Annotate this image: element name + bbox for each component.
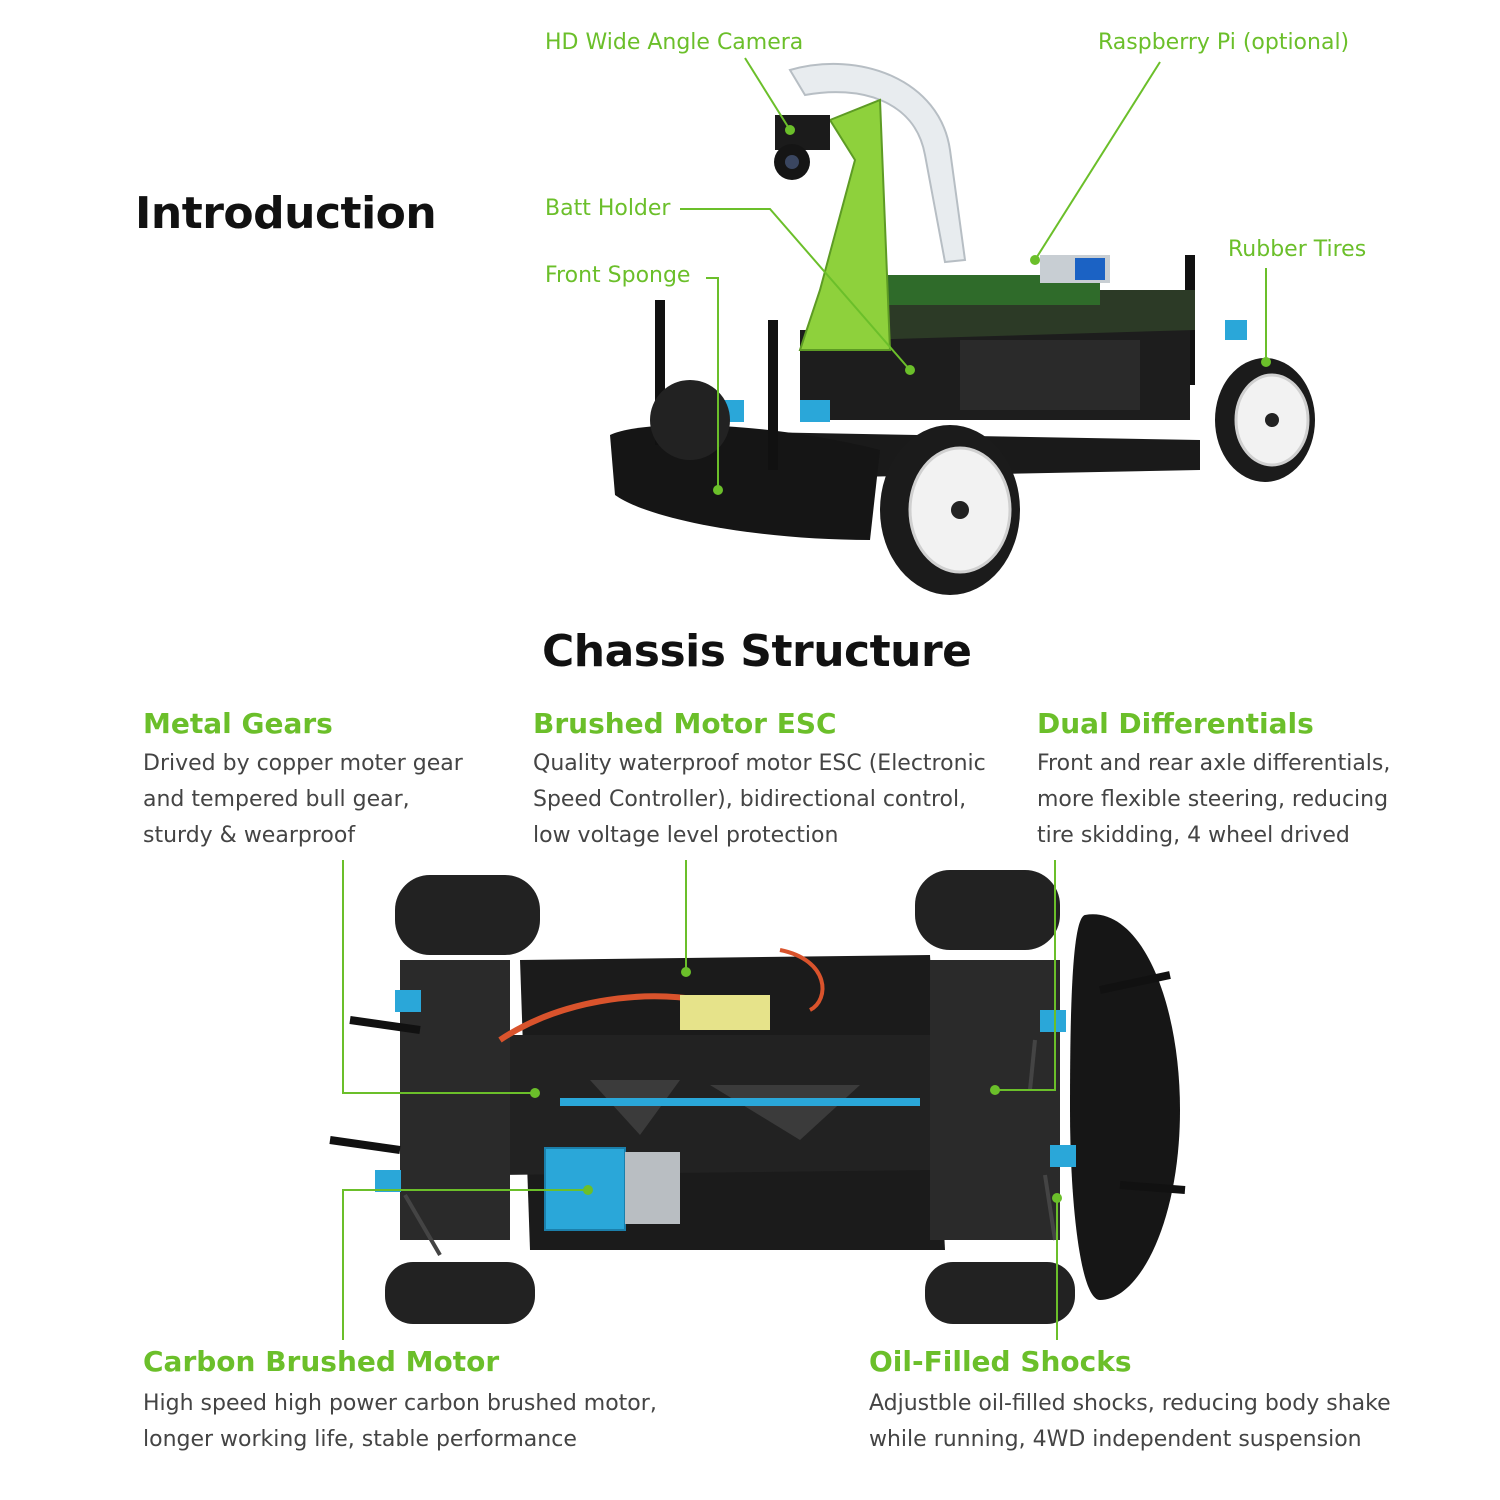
feature-brushed-motor-esc: Brushed Motor ESC Quality waterproof mot… — [533, 707, 986, 854]
feature-line: more flexible steering, reducing — [1037, 787, 1389, 812]
feature-title: Oil-Filled Shocks — [869, 1345, 1132, 1378]
feature-title: Brushed Motor ESC — [533, 707, 837, 740]
feature-line: Front and rear axle differentials, — [1037, 751, 1391, 776]
feature-line: and tempered bull gear, — [143, 787, 410, 812]
feature-description: Quality waterproof motor ESC (Electronic… — [533, 746, 986, 854]
feature-title: Carbon Brushed Motor — [143, 1345, 500, 1378]
feature-line: Adjustble oil-filled shocks, reducing bo… — [869, 1391, 1391, 1416]
feature-line: low voltage level protection — [533, 823, 839, 848]
feature-title: Metal Gears — [143, 707, 333, 740]
callout-batt-holder: Batt Holder — [545, 196, 671, 221]
feature-line: Quality waterproof motor ESC (Electronic — [533, 751, 986, 776]
feature-line: while running, 4WD independent suspensio… — [869, 1427, 1362, 1452]
chassis-illustration — [329, 870, 1186, 1324]
feature-dual-differentials: Dual Differentials Front and rear axle d… — [1037, 707, 1390, 854]
intro-heading: Introduction — [135, 188, 437, 239]
feature-line: Speed Controller), bidirectional control… — [533, 787, 967, 812]
feature-title: Dual Differentials — [1037, 707, 1314, 740]
chassis-leader-lines — [342, 860, 1062, 1340]
callout-front-sponge: Front Sponge — [545, 263, 691, 288]
intro-leader-lines — [680, 57, 1271, 495]
feature-oil-filled-shocks: Oil-Filled Shocks Adjustble oil-filled s… — [869, 1345, 1391, 1458]
feature-description: High speed high power carbon brushed mot… — [143, 1386, 657, 1458]
assembled-car-illustration — [610, 62, 1315, 595]
feature-carbon-brushed-motor: Carbon Brushed Motor High speed high pow… — [143, 1345, 657, 1458]
feature-description: Adjustble oil-filled shocks, reducing bo… — [869, 1386, 1391, 1458]
chassis-heading: Chassis Structure — [542, 626, 972, 677]
feature-line: High speed high power carbon brushed mot… — [143, 1391, 657, 1416]
callout-camera: HD Wide Angle Camera — [545, 30, 804, 55]
feature-line: Drived by copper moter gear — [143, 751, 463, 776]
callout-raspberry-pi: Raspberry Pi (optional) — [1098, 30, 1350, 55]
feature-description: Drived by copper moter gear and tempered… — [143, 746, 463, 854]
feature-metal-gears: Metal Gears Drived by copper moter gear … — [143, 707, 463, 854]
callout-rubber-tires: Rubber Tires — [1228, 237, 1367, 262]
feature-line: tire skidding, 4 wheel drived — [1037, 823, 1350, 848]
feature-description: Front and rear axle differentials, more … — [1037, 746, 1390, 854]
feature-line: sturdy & wearproof — [143, 823, 356, 848]
feature-line: longer working life, stable performance — [143, 1427, 577, 1452]
